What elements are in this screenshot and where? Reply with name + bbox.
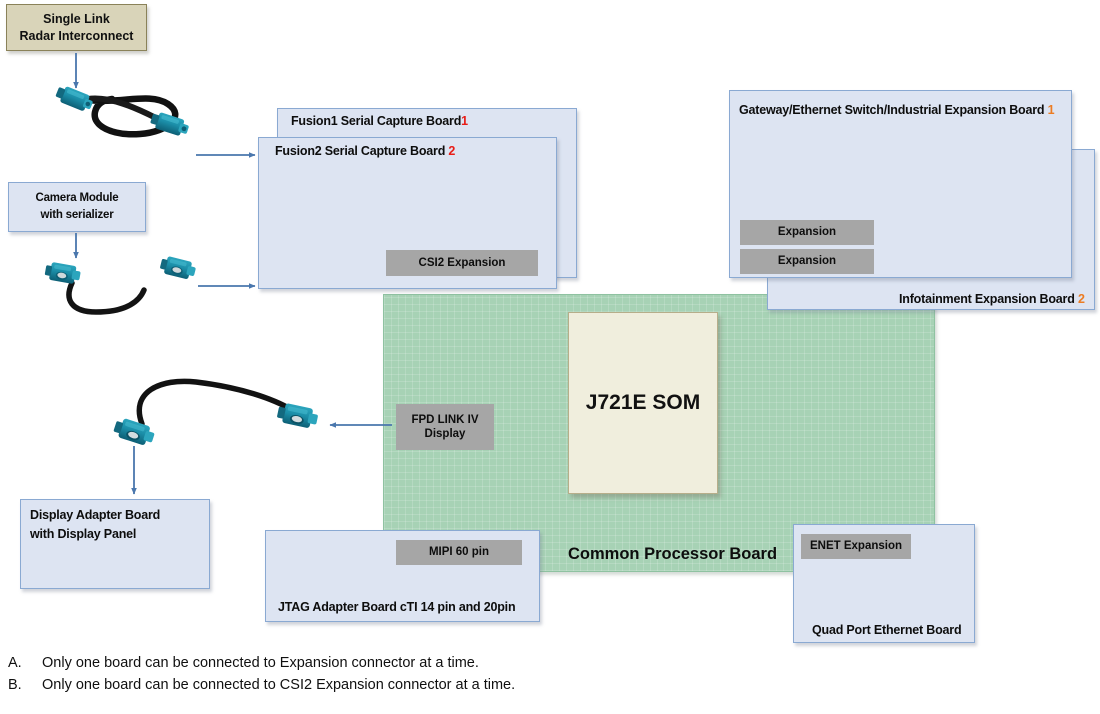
camera-module-board[interactable]	[8, 182, 146, 232]
fpd-link-iv-connector[interactable]: FPD LINK IV Display	[396, 404, 494, 450]
gateway-label-text: Gateway/Ethernet Switch/Industrial Expan…	[739, 103, 1045, 117]
display-adapter-board-label: Display Adapter Board with Display Panel	[30, 506, 160, 545]
footnote-row: B. Only one board can be connected to CS…	[8, 677, 908, 693]
fusion2-serial-capture-board-label: Fusion2 Serial Capture Board 2	[275, 144, 455, 158]
fusion1-superscript: 1	[461, 114, 468, 128]
footnotes: A. Only one board can be connected to Ex…	[8, 655, 908, 699]
expansion-connector-1-label: Expansion	[777, 226, 837, 239]
fusion2-superscript: 2	[448, 144, 456, 158]
fusion1-serial-capture-board-label: Fusion1 Serial Capture Board1	[291, 114, 468, 128]
gateway-superscript: 1	[1047, 103, 1055, 117]
mipi-60-pin-connector[interactable]: MIPI 60 pin	[396, 540, 522, 565]
csi2-expansion-label: CSI2 Expansion	[418, 256, 506, 269]
jtag-label-text: JTAG Adapter Board cTI 14 pin and 20pin	[278, 600, 516, 614]
footnote-row: A. Only one board can be connected to Ex…	[8, 655, 908, 671]
display-adapter-board[interactable]	[20, 499, 210, 589]
mipi-60-pin-label: MIPI 60 pin	[428, 546, 490, 559]
gateway-ethernet-industrial-expansion-board[interactable]	[729, 90, 1072, 278]
infotainment-label-text: Infotainment Expansion Board	[899, 292, 1075, 306]
radar-interconnect-label-line2: Radar Interconnect	[19, 28, 134, 43]
fakra-connector-camera-a	[44, 262, 81, 284]
radar-interconnect-label-line1: Single Link	[43, 11, 110, 26]
fusion1-label-text: Fusion1 Serial Capture Board	[291, 114, 462, 128]
camera-module-label-line1: Camera Module	[35, 192, 119, 204]
fakra-connector-radar-b	[150, 112, 189, 136]
fakra-connector-display-b	[277, 403, 318, 428]
infotainment-expansion-board-label: Infotainment Expansion Board 2	[899, 292, 1085, 306]
footnote-key: B.	[8, 677, 22, 693]
jtag-adapter-board-label: JTAG Adapter Board cTI 14 pin and 20pin	[278, 600, 516, 614]
common-processor-board-label: Common Processor Board	[568, 545, 778, 563]
j721e-som[interactable]: J721E SOM	[568, 312, 718, 494]
infotainment-superscript: 2	[1077, 292, 1085, 306]
fpd-link-iv-label-line1: FPD LINK IV	[411, 413, 479, 426]
fakra-connector-radar-a	[55, 86, 93, 111]
camera-module-label-line2: with serializer	[40, 208, 114, 221]
fakra-connector-display-a	[113, 418, 155, 445]
footnote-text: Only one board can be connected to CSI2 …	[42, 677, 516, 693]
display-adapter-label-line2: with Display Panel	[30, 527, 137, 542]
fpd-link-iv-label-line2: Display	[424, 428, 466, 440]
quad-port-ethernet-board-label: Quad Port Ethernet Board	[812, 623, 962, 637]
fusion2-label-text: Fusion2 Serial Capture Board	[275, 144, 446, 158]
camera-module-label: Camera Module with serializer	[8, 190, 146, 223]
enet-expansion-connector[interactable]: ENET Expansion	[801, 534, 911, 559]
fakra-connector-camera-b	[160, 256, 196, 279]
j721e-som-label: J721E SOM	[585, 391, 701, 414]
expansion-connector-2-label: Expansion	[777, 255, 837, 268]
footnote-text: Only one board can be connected to Expan…	[42, 655, 479, 671]
display-adapter-label-line1: Display Adapter Board	[30, 508, 161, 522]
enet-expansion-label: ENET Expansion	[809, 540, 903, 553]
gateway-board-label: Gateway/Ethernet Switch/Industrial Expan…	[739, 103, 1055, 117]
single-link-radar-interconnect-box[interactable]: Single Link Radar Interconnect	[6, 4, 147, 51]
csi2-expansion-connector[interactable]: CSI2 Expansion	[386, 250, 538, 276]
expansion-connector-1[interactable]: Expansion	[740, 220, 874, 245]
expansion-connector-2[interactable]: Expansion	[740, 249, 874, 274]
footnote-key: A.	[8, 655, 22, 671]
ethernet-label-text: Quad Port Ethernet Board	[812, 623, 962, 637]
